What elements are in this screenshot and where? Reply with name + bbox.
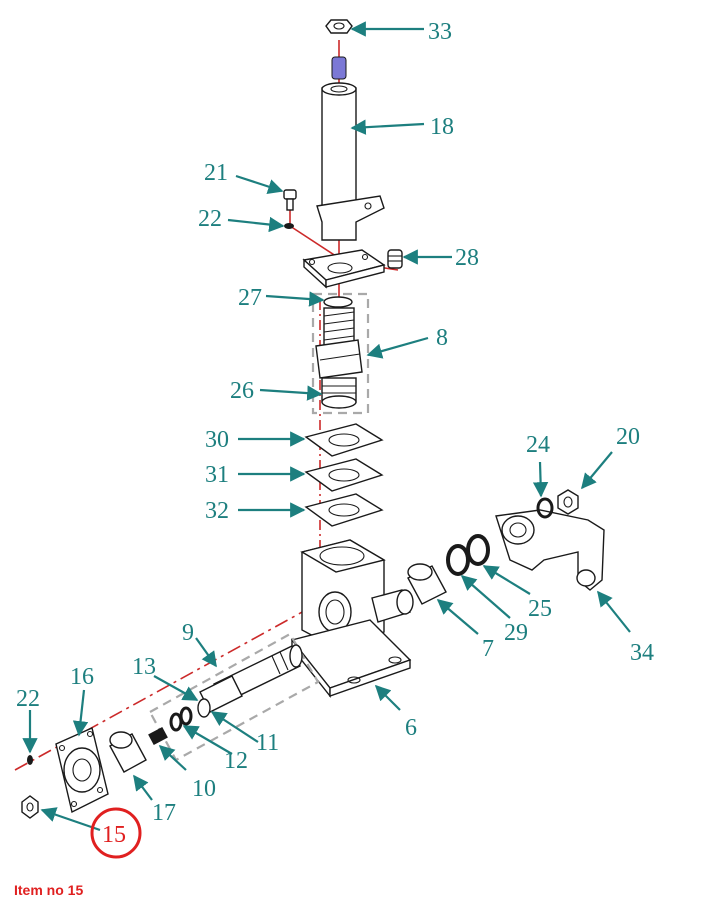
callout-10: 10 [192,776,216,802]
part-9-shaft [199,644,303,713]
callout-9: 9 [182,620,194,646]
part-10-spring [148,726,168,746]
callout-12: 12 [224,748,248,774]
callout-21: 21 [204,160,228,186]
part-11-ring [197,698,211,718]
callout-31: 31 [205,462,229,488]
part-16-end-cover [55,727,109,814]
callout-11: 11 [256,730,279,756]
callout-30: 30 [205,427,229,453]
callout-26: 26 [230,378,254,404]
callout-22-top: 22 [198,206,222,232]
part-32-gasket [304,493,384,527]
callout-15-highlighted: 15 [102,822,126,848]
part-15-nut [21,795,39,819]
part-12-ring [169,712,183,732]
callout-27: 27 [238,285,262,311]
highlight-circle-15 [90,807,142,859]
part-7-bushing [407,563,447,605]
part-22-washer-top [284,223,294,229]
group-8-outline [311,292,370,415]
callout-20: 20 [616,424,640,450]
callout-22-lower: 22 [16,686,40,712]
leader-arrows [22,21,631,832]
part-26-base-seal [321,377,357,409]
callout-33: 33 [428,19,452,45]
callout-16: 16 [70,664,94,690]
callout-25: 25 [528,596,552,622]
part-33-top-nut [325,19,353,34]
part-18-column [316,56,385,241]
part-30-gasket [304,423,384,457]
part-24-washer [536,497,554,519]
part-21-cap-screw [283,189,297,211]
part-29-ring [446,544,470,576]
part-27-seal [323,296,353,308]
mounting-flange [302,249,386,289]
part-17-bushing [109,731,147,773]
part-34-lever-arm [495,509,605,591]
callout-28: 28 [455,245,479,271]
callout-7: 7 [482,636,494,662]
callout-17: 17 [152,800,176,826]
callout-29: 29 [504,620,528,646]
callout-13: 13 [132,654,156,680]
part-6-housing [290,539,414,699]
part-8-spring-assembly [315,307,363,379]
callout-32: 32 [205,498,229,524]
part-28-set-screw [387,249,403,269]
part-25-ring [466,534,490,566]
group-9-outline [148,632,320,762]
callout-34: 34 [630,640,654,666]
part-20-nut [557,489,579,515]
callout-24: 24 [526,432,550,458]
part-31-gasket [304,458,384,492]
callout-18: 18 [430,114,454,140]
part-22-washer-lower [27,755,33,765]
callout-8: 8 [436,325,448,351]
callout-6: 6 [405,715,417,741]
item-caption: Item no 15 [14,882,84,898]
part-13-ring [179,706,193,726]
